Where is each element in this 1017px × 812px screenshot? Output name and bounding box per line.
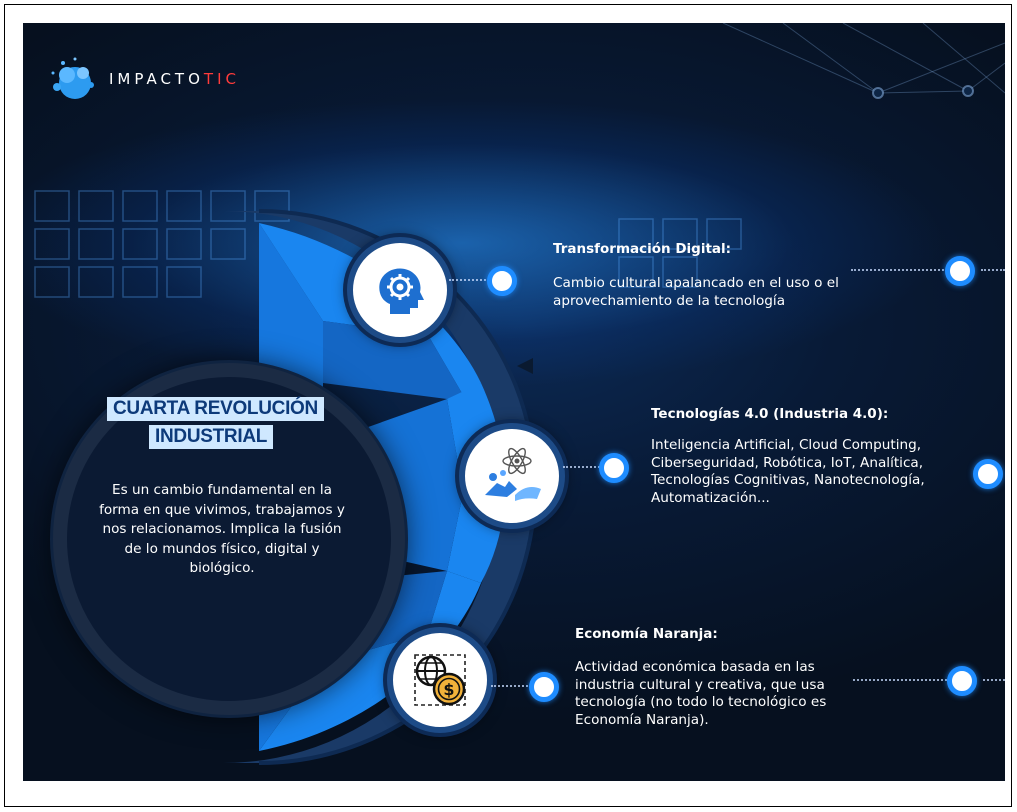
connector-dot [599, 453, 629, 483]
item-desc-tecnologias: Inteligencia Artificial, Cloud Computing… [651, 437, 925, 506]
item-desc-economia: Actividad económica basada en las indust… [575, 659, 827, 728]
connector-line [981, 269, 1005, 271]
connector-dot [973, 459, 1003, 489]
connector-line [853, 679, 951, 681]
connector-line [449, 279, 493, 281]
brand-logo: IMPACTOTIC [45, 53, 240, 105]
connector-dot [947, 666, 977, 696]
network-nodes [872, 85, 974, 99]
infographic-canvas: IMPACTOTIC CUARTA REVOLUCIÓN INDUSTRIAL … [23, 23, 1005, 781]
svg-text:$: $ [443, 680, 454, 699]
connector-dot [487, 266, 517, 296]
atom-robot-icon [459, 423, 565, 529]
connector-dot [529, 672, 559, 702]
network-lines [722, 23, 1005, 94]
globe-dollar-icon: $ [387, 627, 493, 733]
connector-line [851, 269, 951, 271]
connector-line [983, 679, 1005, 681]
connector-line [563, 466, 603, 468]
head-gear-icon [347, 237, 453, 343]
arrow-decoration [517, 358, 533, 374]
image-frame: IMPACTOTIC CUARTA REVOLUCIÓN INDUSTRIAL … [4, 4, 1012, 807]
main-title-line1: CUARTA REVOLUCIÓN [107, 397, 324, 421]
brand-name: IMPACTOTIC [109, 70, 240, 88]
tech-grid [34, 190, 742, 298]
main-title-line2: INDUSTRIAL [149, 425, 274, 449]
main-description: Es un cambio fundamental en la forma en … [99, 482, 345, 576]
item-title-transformacion: Transformación Digital: [553, 241, 732, 257]
connector-dot [945, 256, 975, 286]
connector-line [491, 685, 535, 687]
item-title-tecnologias: Tecnologías 4.0 (Industria 4.0): [651, 406, 889, 422]
brand-logo-icon [45, 53, 103, 105]
item-title-economia: Economía Naranja: [575, 626, 718, 642]
item-desc-transformacion: Cambio cultural apalancado en el uso o e… [553, 275, 839, 309]
